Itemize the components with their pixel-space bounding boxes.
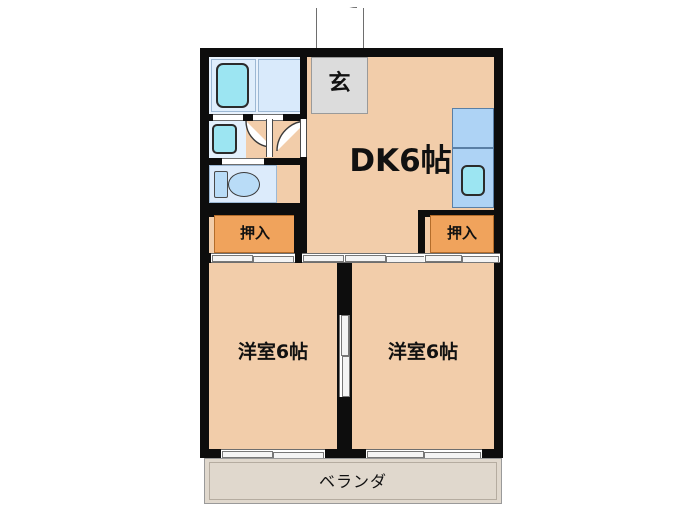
closet-right-door-panel-a[interactable] xyxy=(425,255,462,262)
wall-closet-right-top xyxy=(418,210,503,217)
bedroom-left-label: 洋室6帖 xyxy=(237,341,309,363)
genkan-label: 玄 xyxy=(328,71,351,96)
entrance-threshold xyxy=(316,8,364,50)
closet-left-label: 押入 xyxy=(239,224,270,242)
dk-washroom-door-leaf xyxy=(300,119,307,157)
room-genkan xyxy=(311,57,368,114)
veranda-label: ベランダ xyxy=(318,472,387,491)
room-bedroom-left xyxy=(209,263,337,449)
veranda-door-left-panel-a[interactable] xyxy=(222,451,273,458)
closet-left-door-panel-a[interactable] xyxy=(212,255,253,262)
bedroom-divider-panel-a[interactable] xyxy=(341,315,349,356)
wall-closet-right-left xyxy=(418,210,425,257)
closet-left xyxy=(214,215,296,253)
bath-floor xyxy=(258,59,304,112)
wall-closet-left-top xyxy=(209,210,300,217)
bath-door-threshold xyxy=(213,114,243,121)
toilet-icon xyxy=(228,172,260,197)
dk-bedroom-right-panel-b[interactable] xyxy=(386,256,427,263)
exterior-wall-bottom xyxy=(200,449,503,458)
veranda-door-right-panel-a[interactable] xyxy=(367,451,424,458)
exterior-wall-top xyxy=(200,48,503,57)
wall-wetarea-dk-upper xyxy=(300,57,307,119)
closet-right-door[interactable] xyxy=(424,253,500,263)
dk-bedroom-left-panel-a[interactable] xyxy=(303,255,344,262)
closet-right-label: 押入 xyxy=(446,224,477,242)
toilet-tank-icon xyxy=(214,171,228,198)
closet-left-door-panel-b[interactable] xyxy=(253,256,294,263)
closet-right-door-panel-b[interactable] xyxy=(462,256,499,263)
dk-bedroom-right-panel-a[interactable] xyxy=(345,255,386,262)
sink-icon xyxy=(461,165,485,196)
wall-closet-left-right xyxy=(294,210,301,257)
room-bedroom-right xyxy=(352,263,494,449)
closet-left-door[interactable] xyxy=(211,253,295,263)
toilet-door-threshold xyxy=(222,158,264,165)
bedroom-right-label: 洋室6帖 xyxy=(387,341,459,363)
counter-icon xyxy=(452,108,494,148)
closet-right xyxy=(430,215,494,253)
veranda xyxy=(204,458,502,504)
washbasin-icon xyxy=(212,124,237,154)
dk-label: DK6帖 xyxy=(349,143,452,179)
bedroom-divider-panel-b[interactable] xyxy=(342,356,350,397)
wall-toilet-bottom xyxy=(209,203,307,210)
bathtub-icon xyxy=(216,63,249,108)
bedroom-divider[interactable] xyxy=(339,315,350,397)
dk-bedroom-right-door[interactable] xyxy=(344,253,428,263)
veranda-inner-border xyxy=(209,462,497,500)
washroom-door-leaf xyxy=(266,119,273,157)
